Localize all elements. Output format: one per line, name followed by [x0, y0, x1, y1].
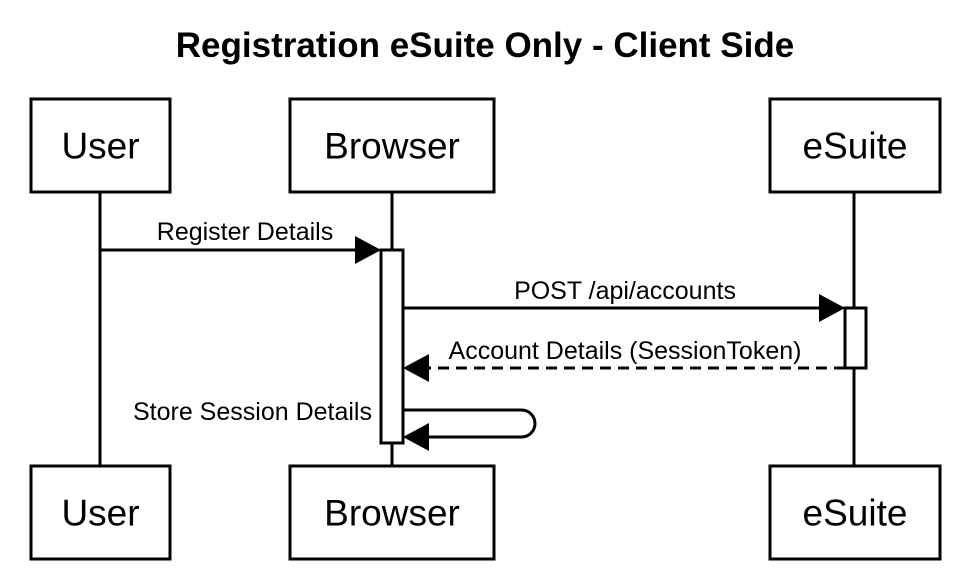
participant-bottom-box-browser	[288, 464, 496, 561]
participant-bottom-label-esuite: eSuite	[803, 493, 908, 534]
participant-bottom-box-user	[29, 464, 172, 561]
activation-bar-browser	[379, 248, 405, 445]
activation-bars	[379, 248, 868, 445]
message-m1: Register Details	[100, 218, 381, 264]
participant-top-box-user	[29, 97, 172, 194]
participant-top-label-user: User	[61, 126, 139, 167]
arrowhead-m3	[403, 354, 429, 382]
arrowhead-m1	[355, 236, 381, 264]
message-m4: Store Session Details	[133, 398, 537, 451]
message-label-m1: Register Details	[157, 218, 333, 246]
arrowhead-m2	[819, 294, 845, 322]
message-label-m3: Account Details (SessionToken)	[449, 337, 802, 365]
participant-bottom-label-user: User	[61, 493, 139, 534]
participant-bottom-label-browser: Browser	[324, 493, 460, 534]
activation-bar-esuite	[843, 306, 868, 370]
participant-top-box-esuite	[768, 97, 942, 194]
arrowhead-m4	[403, 423, 429, 451]
participant-top-label-browser: Browser	[324, 126, 460, 167]
participant-boxes-bottom: User Browser eSuite	[29, 464, 942, 561]
message-label-m2: POST /api/accounts	[514, 277, 736, 305]
participant-top-box-browser	[288, 97, 496, 194]
participant-boxes-top: User Browser eSuite	[29, 97, 942, 194]
diagram-title: Registration eSuite Only - Client Side	[176, 26, 794, 65]
message-m2: POST /api/accounts	[403, 277, 845, 322]
participant-bottom-box-esuite	[768, 464, 942, 561]
message-m3: Account Details (SessionToken)	[403, 337, 845, 382]
message-line-m4	[403, 408, 537, 439]
participant-top-label-esuite: eSuite	[803, 126, 908, 167]
message-label-m4: Store Session Details	[133, 398, 372, 426]
